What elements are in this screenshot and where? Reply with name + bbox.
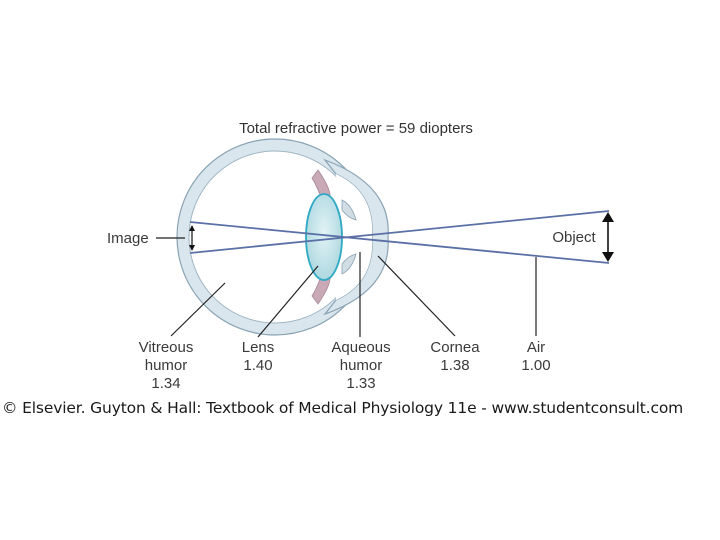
media-name-line2: humor — [145, 357, 188, 374]
media-name-line1: Cornea — [430, 339, 480, 356]
media-label-vitreous: Vitreous humor 1.34 — [139, 339, 194, 392]
light-rays — [189, 210, 610, 264]
iris-blade-lower — [341, 253, 357, 275]
media-name-line1: Aqueous — [331, 339, 390, 356]
refractive-index: 1.00 — [521, 357, 550, 374]
leader-lines — [170, 252, 537, 338]
leader-lens — [257, 265, 319, 338]
image-arrow — [156, 225, 195, 251]
media-label-air: Air 1.00 — [521, 339, 550, 374]
media-name-line1: Vitreous — [139, 339, 194, 356]
leader-vitreous — [170, 282, 226, 337]
image-label: Image — [107, 230, 149, 247]
iris-blade-upper — [341, 199, 357, 221]
object-arrow — [602, 212, 614, 262]
media-label-cornea: Cornea 1.38 — [430, 339, 480, 374]
ray-top-to-bottom — [189, 210, 610, 254]
copyright-credit: © Elsevier. Guyton & Hall: Textbook of M… — [2, 399, 684, 417]
media-name-line1: Air — [527, 339, 545, 356]
object-label-bg — [544, 224, 602, 249]
refractive-index: 1.34 — [151, 375, 180, 392]
diagram-title: Total refractive power = 59 diopters — [239, 120, 473, 137]
refractive-index: 1.33 — [346, 375, 375, 392]
ray-bottom-to-top — [189, 221, 610, 264]
media-label-lens: Lens 1.40 — [242, 339, 275, 374]
refractive-index: 1.40 — [243, 357, 272, 374]
media-name-line1: Lens — [242, 339, 275, 356]
leader-cornea — [377, 255, 456, 337]
object-label: Object — [552, 229, 596, 246]
media-name-line2: humor — [340, 357, 383, 374]
media-label-aqueous: Aqueous humor 1.33 — [331, 339, 390, 392]
refractive-index: 1.38 — [440, 357, 469, 374]
